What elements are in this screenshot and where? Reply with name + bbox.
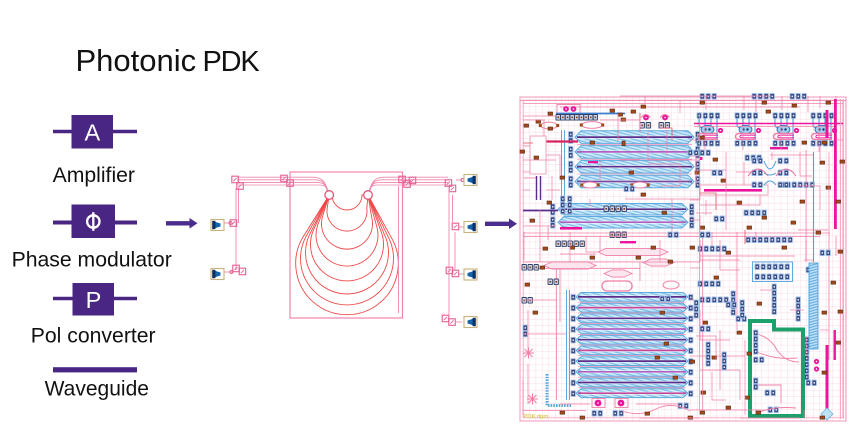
svg-text:A: A	[84, 120, 100, 146]
svg-text:Photonic: Photonic	[76, 43, 197, 78]
svg-text:Amplifier: Amplifier	[53, 164, 135, 187]
svg-text:Phase modulator: Phase modulator	[12, 248, 172, 271]
svg-text:Pol converter: Pol converter	[31, 325, 156, 348]
svg-text:Waveguide: Waveguide	[45, 378, 149, 401]
svg-text:P: P	[86, 287, 102, 313]
svg-text:PDK: PDK	[203, 46, 261, 78]
svg-text:PDK dpm: PDK dpm	[523, 414, 548, 420]
